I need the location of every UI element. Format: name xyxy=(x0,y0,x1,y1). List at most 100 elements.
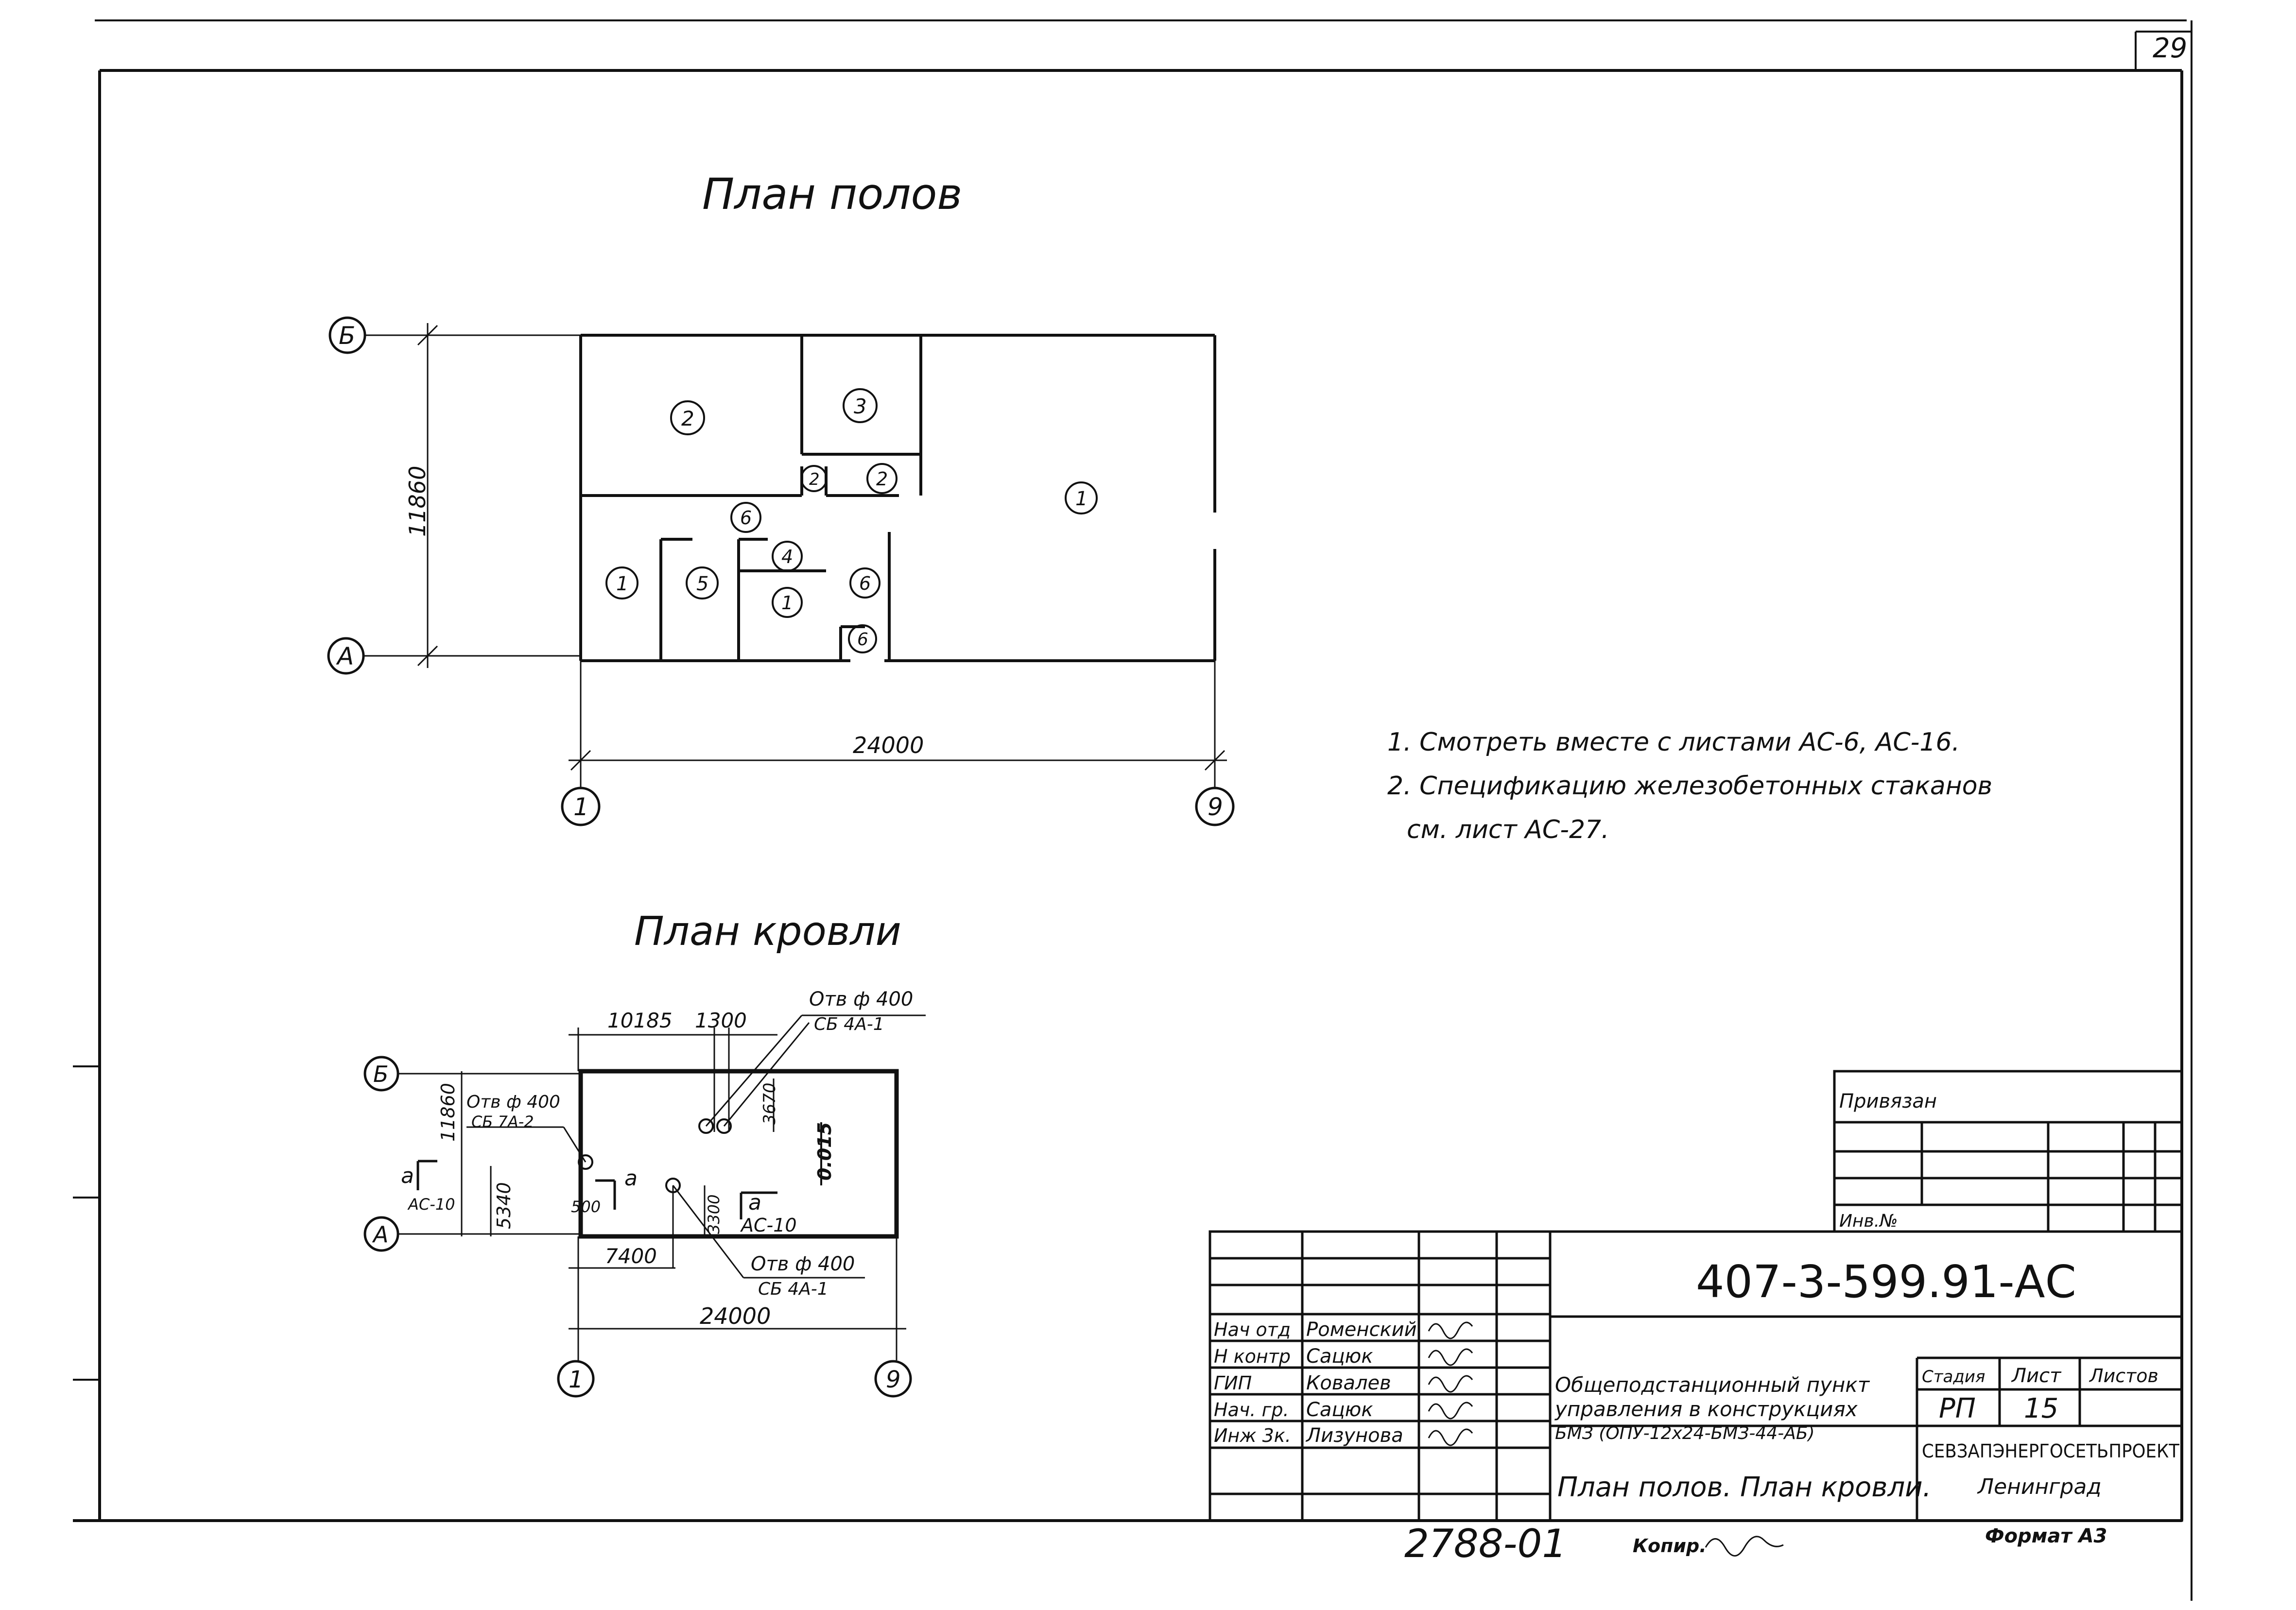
room-marker: 3 xyxy=(843,388,878,423)
svg-text:9: 9 xyxy=(1208,793,1223,821)
staff-role: ГИП xyxy=(1214,1372,1252,1394)
floor-plan-walls xyxy=(579,334,1216,662)
room-marker: 6 xyxy=(848,624,877,653)
roof-section-mid: а xyxy=(595,1166,638,1210)
room-marker: 6 xyxy=(849,567,880,599)
svg-text:1: 1 xyxy=(781,592,793,614)
roof-dim-24000: 24000 xyxy=(700,1303,771,1329)
room-marker: 2 xyxy=(866,463,898,494)
svg-text:СБ 4А-1: СБ 4А-1 xyxy=(814,1014,884,1034)
sheet-value: 15 xyxy=(2024,1393,2058,1424)
staff-role: Нач. гр. xyxy=(1214,1399,1289,1421)
room-marker: 1 xyxy=(772,587,803,618)
svg-text:Отв ф 400: Отв ф 400 xyxy=(466,1092,560,1112)
copier-signature xyxy=(1705,1536,1784,1557)
doc-code: 407-3-599.91-АС xyxy=(1696,1256,2076,1308)
roof-slope: 0.015 xyxy=(814,1122,835,1181)
svg-text:1: 1 xyxy=(616,573,628,595)
room-marker: 2 xyxy=(800,465,828,492)
copy-code: 2788-01 xyxy=(1404,1521,1567,1566)
svg-text:а: а xyxy=(401,1164,414,1188)
roof-dim-1300: 1300 xyxy=(695,1009,747,1032)
svg-text:1: 1 xyxy=(573,793,589,821)
svg-text:2: 2 xyxy=(809,470,820,489)
roof-dim-5340: 5340 xyxy=(493,1182,515,1229)
object-line-3: БМЗ (ОПУ-12х24-БМЗ-44-АБ) xyxy=(1555,1423,1815,1443)
roof-dim-500: 500 xyxy=(571,1198,601,1216)
svg-text:а: а xyxy=(748,1190,761,1215)
sheet-label: Лист xyxy=(2011,1365,2062,1387)
floor-dim-height: 11860 xyxy=(404,323,438,668)
room-marker: 6 xyxy=(730,502,761,533)
staff-role: Нач отд xyxy=(1214,1319,1291,1340)
inv-label: Инв.№ xyxy=(1839,1211,1898,1231)
roof-opening: Отв ф 400 СБ 4А-1 xyxy=(665,1178,865,1299)
roof-section-right: а АС-10 xyxy=(740,1190,797,1236)
staff-role: Инж 3к. xyxy=(1214,1425,1291,1446)
svg-text:5: 5 xyxy=(696,573,708,595)
format-label: Формат А3 xyxy=(1985,1525,2107,1547)
svg-text:6: 6 xyxy=(857,630,868,650)
staff-name: Сацюк xyxy=(1306,1399,1373,1421)
object-line-1: Общеподстанционный пункт xyxy=(1555,1373,1870,1397)
svg-text:2: 2 xyxy=(681,407,694,430)
org-city: Ленинград xyxy=(1977,1474,2102,1499)
roof-dim-7400: 7400 xyxy=(605,1244,657,1268)
svg-text:а: а xyxy=(624,1166,638,1191)
sheet-frame xyxy=(73,19,2192,1601)
title-block: Привязан Инв.№ 407-3-599.91-АС Нач отд Р… xyxy=(1208,1070,2183,1566)
roof-section-left: а АС-10 xyxy=(401,1160,455,1214)
note-2-cont: см. лист АС-27. xyxy=(1407,815,1609,844)
object-line-2: управления в конструкциях xyxy=(1554,1397,1858,1421)
roof-axis-b: Б xyxy=(363,1056,581,1092)
staff-name: Ковалев xyxy=(1306,1372,1391,1394)
stage-value: РП xyxy=(1939,1393,1976,1424)
svg-text:24000: 24000 xyxy=(853,732,924,758)
floor-plan-title: План полов xyxy=(702,169,962,219)
roof-plan: План кровли Б А 1 9 xyxy=(363,908,926,1398)
floor-axis-1: 1 xyxy=(561,661,601,826)
roof-outline xyxy=(578,1069,899,1239)
floor-dim-width: 24000 xyxy=(569,732,1227,771)
sheets-label: Листов xyxy=(2089,1365,2158,1387)
svg-text:1: 1 xyxy=(569,1366,584,1393)
svg-text:АС-10: АС-10 xyxy=(740,1215,797,1236)
floor-plan: План полов xyxy=(327,169,1235,826)
svg-text:Отв ф 400: Отв ф 400 xyxy=(809,988,913,1011)
staff-name: Роменский xyxy=(1306,1319,1417,1341)
staff-name: Лизунова xyxy=(1305,1424,1403,1447)
copied-label: Копир. xyxy=(1633,1535,1707,1557)
svg-text:А: А xyxy=(336,642,354,670)
roof-dim-10185: 10185 xyxy=(607,1009,673,1032)
page-number: 29 xyxy=(2153,33,2187,64)
floor-axis-b: Б xyxy=(328,316,581,354)
roof-axis-a: А xyxy=(363,1216,581,1252)
svg-text:6: 6 xyxy=(740,507,752,529)
roof-plan-title: План кровли xyxy=(634,908,901,955)
roof-axis-1: 1 xyxy=(557,1236,595,1398)
floor-axis-9: 9 xyxy=(1195,661,1235,826)
svg-text:СБ 4А-1: СБ 4А-1 xyxy=(758,1279,829,1299)
room-marker: 5 xyxy=(686,566,719,599)
roof-axis-9: 9 xyxy=(874,1236,912,1398)
svg-text:11860: 11860 xyxy=(404,466,431,537)
svg-text:1: 1 xyxy=(1075,488,1088,510)
room-marker: 4 xyxy=(772,541,803,572)
note-1: 1. Смотреть вместе с листами АС-6, АС-16… xyxy=(1387,728,1960,757)
room-marker: 2 xyxy=(670,400,705,435)
bound-label: Привязан xyxy=(1839,1090,1937,1113)
svg-text:А: А xyxy=(372,1221,388,1248)
svg-text:Отв ф 400: Отв ф 400 xyxy=(751,1253,855,1275)
roof-dims-lines xyxy=(461,1028,906,1330)
signatures xyxy=(1428,1321,1473,1446)
roof-opening: Отв ф 400 СБ 7А-2 xyxy=(466,1092,593,1170)
svg-text:4: 4 xyxy=(781,546,793,567)
roof-dim-3300: 3300 xyxy=(705,1195,723,1234)
room-marker: 1 xyxy=(1065,481,1098,514)
staff-role: Н контр xyxy=(1214,1346,1291,1367)
svg-text:АС-10: АС-10 xyxy=(407,1195,455,1214)
roof-opening: Отв ф 400 СБ 4А-1 xyxy=(698,988,926,1134)
svg-text:2: 2 xyxy=(876,468,888,490)
staff-name: Сацюк xyxy=(1306,1345,1373,1368)
